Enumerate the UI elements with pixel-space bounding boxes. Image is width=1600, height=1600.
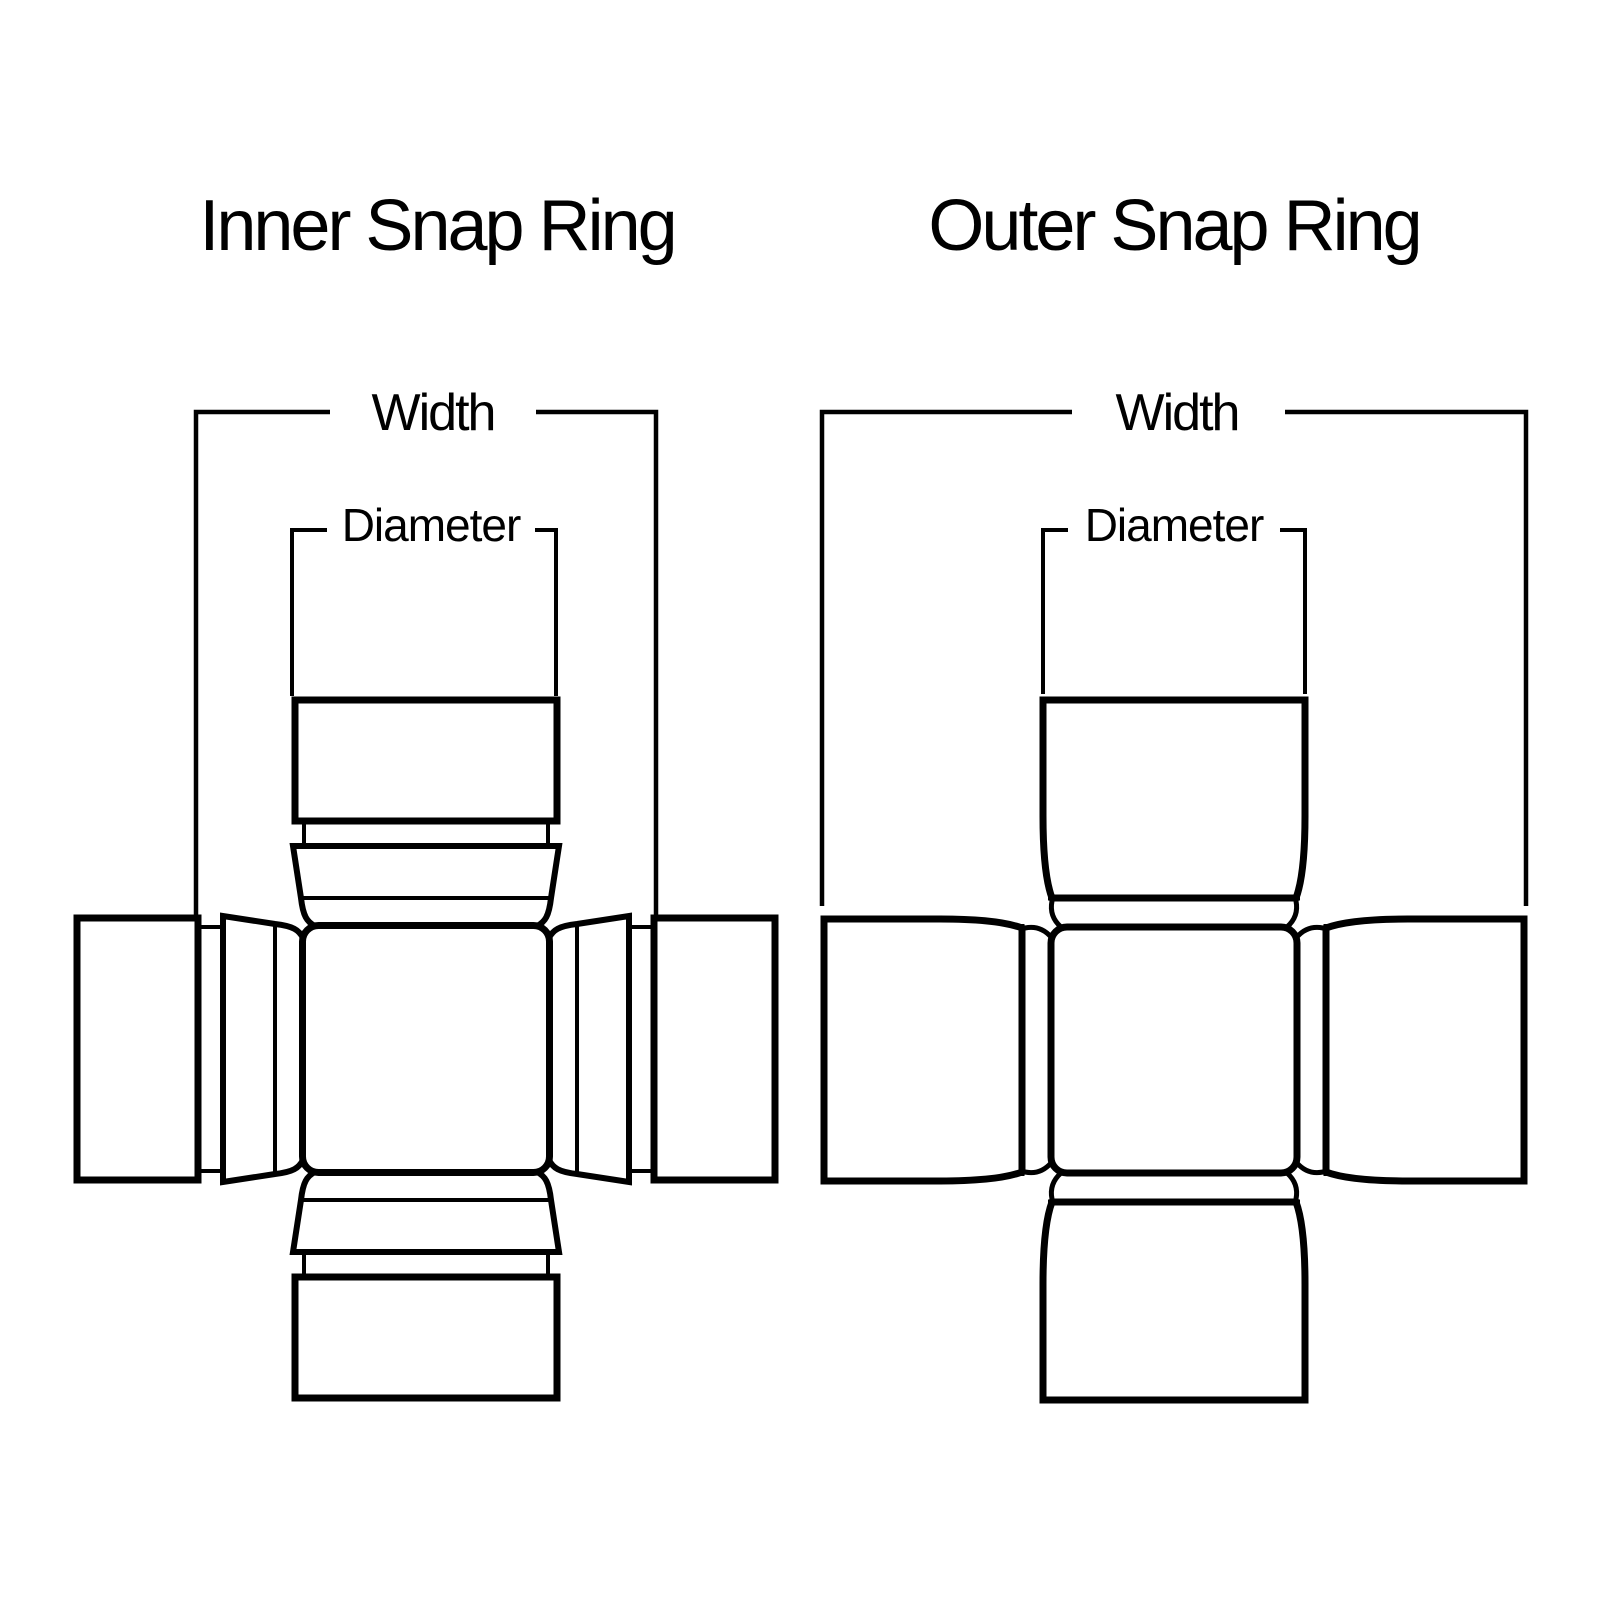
bearing-cap-top — [1043, 700, 1305, 927]
inner-u-joint-cross — [77, 700, 775, 1398]
width-bracket-left — [819, 409, 1072, 906]
bearing-cap-bottom — [1043, 1173, 1305, 1400]
inner-snap-ring-diagram: Inner Snap Ring Width Diameter — [77, 186, 775, 1398]
width-bracket-left — [193, 409, 330, 916]
inner-diameter-dimension: Diameter — [290, 499, 558, 696]
inner-width-dimension: Width — [193, 384, 659, 916]
cross-body — [299, 922, 553, 1176]
cross-body — [1047, 923, 1301, 1177]
bearing-cap-right — [549, 916, 775, 1182]
width-bracket-right — [536, 409, 659, 916]
width-dimension-label: Width — [372, 384, 495, 442]
diameter-dimension-label: Diameter — [1085, 499, 1264, 551]
diameter-bracket-right — [1280, 528, 1307, 694]
inner-diagram-title: Inner Snap Ring — [199, 186, 674, 266]
bearing-cap-left — [824, 919, 1051, 1181]
width-dimension-label: Width — [1116, 384, 1239, 442]
bearing-cap-right — [1297, 919, 1524, 1181]
diameter-dimension-label: Diameter — [342, 499, 521, 551]
width-bracket-right — [1285, 409, 1529, 906]
outer-u-joint-cross — [824, 700, 1524, 1400]
outer-width-dimension: Width — [819, 384, 1529, 906]
bearing-cap-bottom — [293, 1172, 559, 1398]
bearing-cap-top — [293, 700, 559, 926]
bearing-cap-left — [77, 916, 303, 1182]
outer-diameter-dimension: Diameter — [1041, 499, 1307, 694]
diameter-bracket-right — [535, 528, 558, 696]
diameter-bracket-left — [290, 528, 327, 696]
outer-diagram-title: Outer Snap Ring — [928, 186, 1419, 266]
outer-snap-ring-diagram: Outer Snap Ring Width Diameter — [819, 186, 1529, 1400]
diameter-bracket-left — [1041, 528, 1068, 694]
